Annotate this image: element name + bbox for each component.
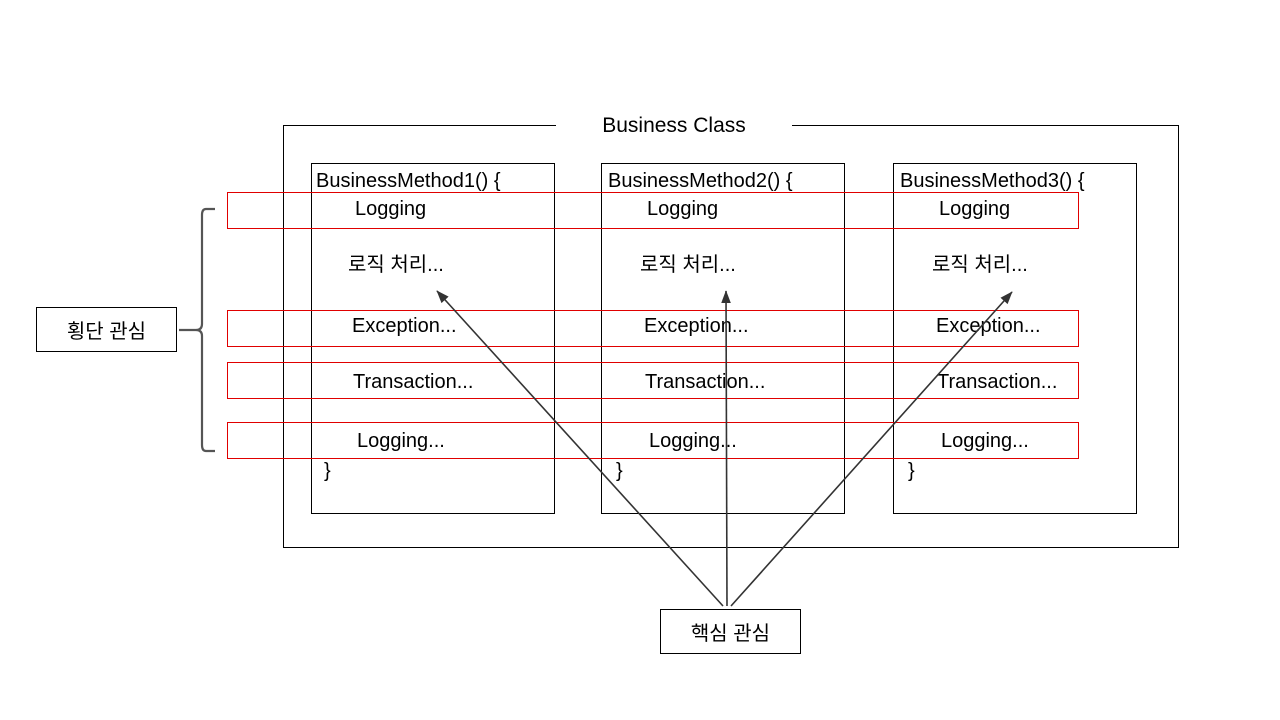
method-2-signature: BusinessMethod2() {	[608, 170, 793, 192]
crosscut-brace-icon	[195, 207, 215, 453]
method-3-line-logging-end: Logging...	[941, 430, 1029, 452]
method-3-line-transaction: Transaction...	[937, 371, 1058, 393]
core-concern-label: 핵심 관심	[660, 609, 801, 654]
method-1-line-logging-end: Logging...	[357, 430, 445, 452]
method-1-line-transaction: Transaction...	[353, 371, 474, 393]
method-3-line-exception: Exception...	[936, 315, 1041, 337]
business-class-title: Business Class	[602, 114, 746, 137]
method-1-signature: BusinessMethod1() {	[316, 170, 501, 192]
method-2-line-logging-end: Logging...	[649, 430, 737, 452]
method-3-line-logic: 로직 처리...	[932, 254, 1028, 276]
method-2-line-logging: Logging	[647, 198, 719, 220]
business-class-title-gap	[556, 118, 792, 134]
method-3-signature: BusinessMethod3() {	[900, 170, 1085, 192]
method-2-line-transaction: Transaction...	[645, 371, 766, 393]
method-2-close-brace: }	[616, 460, 623, 482]
method-2-line-exception: Exception...	[644, 315, 749, 337]
method-2-line-logic: 로직 처리...	[640, 254, 736, 276]
method-1-line-exception: Exception...	[352, 315, 457, 337]
method-3-close-brace: }	[908, 460, 915, 482]
method-1-line-logic: 로직 처리...	[348, 254, 444, 276]
method-1-line-logging: Logging	[355, 198, 427, 220]
method-1-close-brace: }	[324, 460, 331, 482]
method-3-line-logging: Logging	[939, 198, 1011, 220]
crosscutting-concern-label: 횡단 관심	[36, 307, 177, 352]
